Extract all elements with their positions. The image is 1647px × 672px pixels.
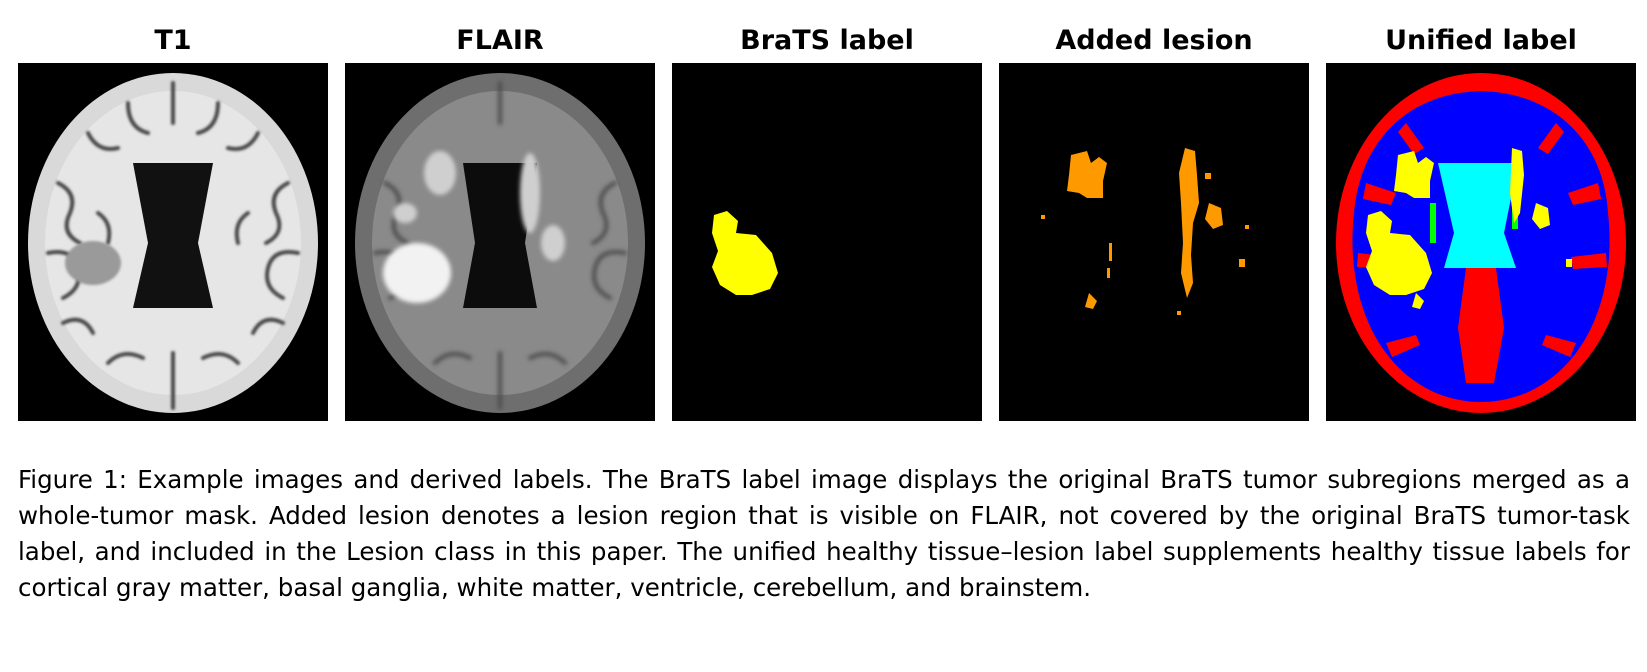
unified-ventricles xyxy=(1438,163,1518,268)
panel-title-flair: FLAIR xyxy=(456,25,544,56)
added-lesion-image xyxy=(999,63,1309,421)
unified-label-image xyxy=(1326,63,1636,421)
t1-ventricles xyxy=(133,163,213,308)
added-lesion-svg xyxy=(1041,148,1249,315)
figure-caption: Figure 1: Example images and derived lab… xyxy=(18,462,1630,606)
brats-label-svg xyxy=(712,211,778,295)
figure-caption-text: Figure 1: Example images and derived lab… xyxy=(18,465,1630,602)
flair-tumor-hyperintensity xyxy=(383,243,451,303)
unified-label-svg xyxy=(1336,73,1626,413)
added-lesion-mask xyxy=(1041,148,1249,315)
t1-image xyxy=(18,63,328,421)
panel-title-unified-label: Unified label xyxy=(1385,25,1577,56)
panel-title-added-lesion: Added lesion xyxy=(1055,25,1253,56)
flair-ventricles xyxy=(463,163,537,308)
brats-label-image xyxy=(672,63,982,421)
panel-title-brats-label: BraTS label xyxy=(740,25,914,56)
unified-lesion xyxy=(1366,148,1572,309)
flair-image xyxy=(345,63,655,421)
unified-basal-ganglia-left xyxy=(1430,203,1436,243)
t1-brain-svg xyxy=(28,73,318,413)
flair-brain-svg xyxy=(355,73,645,413)
panel-title-t1: T1 xyxy=(154,25,192,56)
brats-tumor-mask xyxy=(712,211,778,295)
